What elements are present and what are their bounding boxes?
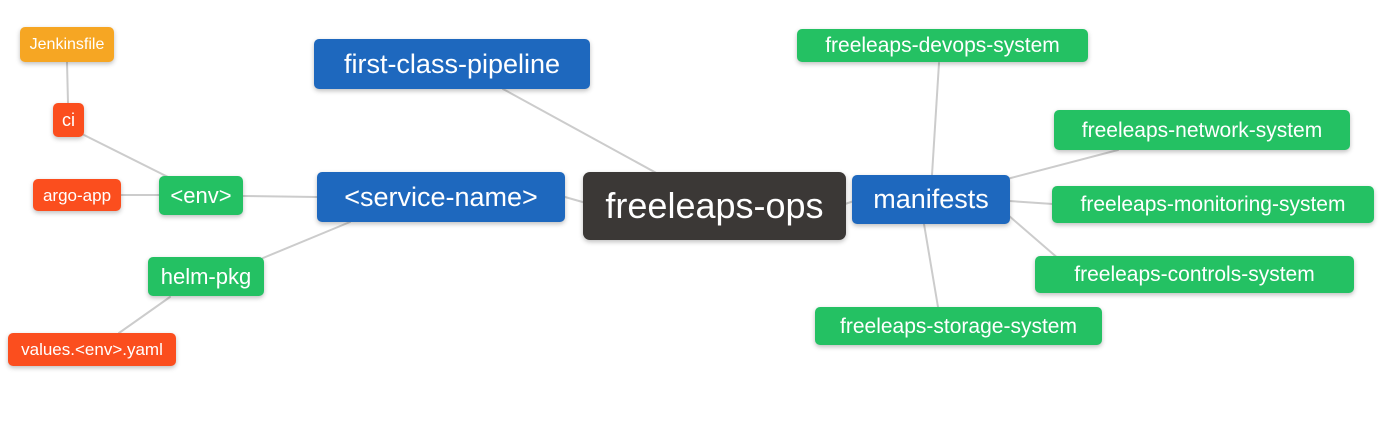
node-freeleaps-ops-root[interactable]: freeleaps-ops (583, 172, 846, 240)
edge-ci-env (83, 134, 171, 179)
node-freeleaps-network-system[interactable]: freeleaps-network-system (1054, 110, 1350, 150)
node-first-class-pipeline[interactable]: first-class-pipeline (314, 39, 590, 89)
edge-values-helm-pkg (118, 296, 171, 334)
edge-env-service-name (242, 195, 318, 198)
node-argo-app[interactable]: argo-app (33, 179, 121, 211)
node-freeleaps-storage-system[interactable]: freeleaps-storage-system (815, 307, 1102, 345)
node-values-env-yaml[interactable]: values.<env>.yaml (8, 333, 176, 366)
node-helm-pkg[interactable]: helm-pkg (148, 257, 264, 296)
node-service-name[interactable]: <service-name> (317, 172, 565, 222)
node-freeleaps-controls-system[interactable]: freeleaps-controls-system (1035, 256, 1354, 293)
node-env[interactable]: <env> (159, 176, 243, 215)
edge-manifests-controls (1007, 214, 1061, 261)
node-jenkinsfile[interactable]: Jenkinsfile (20, 27, 114, 62)
node-freeleaps-devops-system[interactable]: freeleaps-devops-system (797, 29, 1088, 62)
node-freeleaps-monitoring-system[interactable]: freeleaps-monitoring-system (1052, 186, 1374, 223)
edge-manifests-network (1006, 149, 1119, 180)
node-ci[interactable]: ci (53, 103, 84, 137)
edge-manifests-storage (923, 223, 939, 308)
edge-manifests-devops (931, 62, 940, 176)
edge-manifests-monitoring (1008, 200, 1054, 205)
node-manifests[interactable]: manifests (852, 175, 1010, 224)
edge-helm-pkg-service-name (262, 221, 351, 259)
edge-jenkinsfile-ci (66, 61, 69, 104)
edge-pipeline-ops (502, 88, 661, 176)
edge-service-name-ops (564, 196, 587, 204)
